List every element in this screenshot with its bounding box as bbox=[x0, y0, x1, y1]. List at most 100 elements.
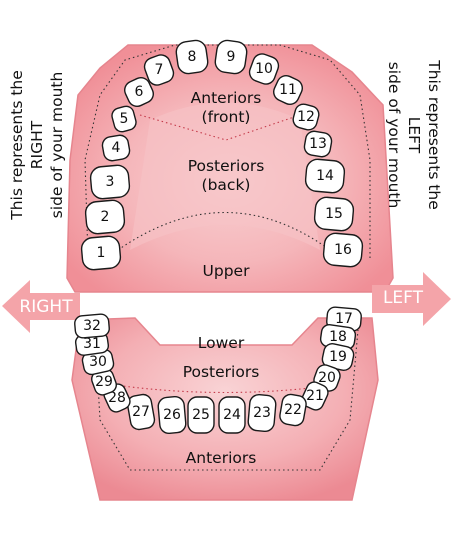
tooth-29[interactable]: 29 bbox=[89, 367, 118, 397]
lower-inner-dots bbox=[94, 329, 359, 471]
tooth-shape bbox=[214, 39, 248, 75]
tooth-16[interactable]: 16 bbox=[322, 232, 364, 268]
tooth-number: 16 bbox=[334, 242, 352, 258]
tooth-19[interactable]: 19 bbox=[321, 342, 355, 372]
svg-text:side of your mouth: side of your mouth bbox=[48, 72, 66, 219]
tooth-26[interactable]: 26 bbox=[157, 395, 187, 435]
tooth-number: 2 bbox=[101, 209, 110, 225]
tooth-shape bbox=[304, 158, 346, 194]
tooth-number: 24 bbox=[223, 407, 241, 423]
lower-label: Lower bbox=[198, 334, 245, 352]
upper-back-label: (back) bbox=[202, 176, 251, 194]
tooth-1[interactable]: 1 bbox=[80, 235, 122, 271]
tooth-13[interactable]: 13 bbox=[303, 130, 333, 158]
tooth-number: 3 bbox=[106, 174, 115, 190]
tooth-number: 8 bbox=[188, 49, 197, 65]
tooth-6[interactable]: 6 bbox=[122, 75, 157, 110]
palate bbox=[130, 102, 320, 250]
tooth-shape bbox=[74, 313, 110, 339]
tooth-shape bbox=[89, 164, 131, 200]
tooth-14[interactable]: 14 bbox=[304, 158, 346, 194]
tooth-18[interactable]: 18 bbox=[319, 324, 357, 351]
tooth-number: 19 bbox=[329, 349, 347, 365]
tooth-number: 23 bbox=[253, 405, 271, 421]
svg-text:This represents the: This represents the bbox=[8, 70, 26, 221]
tooth-25[interactable]: 25 bbox=[187, 396, 215, 434]
tooth-number: 18 bbox=[329, 329, 347, 345]
tooth-shape bbox=[157, 395, 187, 435]
lower-anteriors-label: Anteriors bbox=[186, 449, 257, 467]
left-arrow bbox=[372, 272, 451, 326]
tooth-15[interactable]: 15 bbox=[313, 196, 355, 232]
tooth-shape bbox=[301, 381, 329, 411]
svg-text:This represents the: This represents the bbox=[425, 59, 443, 210]
tooth-number: 15 bbox=[325, 206, 343, 222]
tooth-24[interactable]: 24 bbox=[218, 396, 246, 434]
tooth-shape bbox=[124, 77, 154, 107]
tooth-shape bbox=[247, 393, 277, 433]
tooth-number: 20 bbox=[318, 370, 336, 386]
tooth-22[interactable]: 22 bbox=[279, 393, 308, 427]
tooth-shape bbox=[218, 396, 246, 434]
tooth-shape bbox=[175, 39, 209, 75]
svg-text:LEFT: LEFT bbox=[405, 117, 423, 154]
tooth-number: 5 bbox=[120, 111, 129, 127]
tooth-shape bbox=[303, 130, 333, 158]
tooth-12[interactable]: 12 bbox=[291, 102, 320, 131]
tooth-32[interactable]: 32 bbox=[74, 313, 110, 339]
upper-front-label: (front) bbox=[202, 108, 251, 126]
tooth-shape bbox=[248, 53, 280, 85]
tooth-shape bbox=[313, 196, 355, 232]
tooth-number: 7 bbox=[155, 62, 164, 78]
tooth-shape bbox=[322, 232, 364, 268]
left-arrow-label: LEFT bbox=[383, 288, 424, 308]
tooth-number: 30 bbox=[89, 354, 107, 370]
tooth-shape bbox=[84, 199, 126, 235]
tooth-shape bbox=[143, 54, 175, 86]
tooth-number: 12 bbox=[297, 109, 315, 125]
tooth-shape bbox=[279, 393, 307, 427]
tooth-number: 28 bbox=[108, 390, 126, 406]
tooth-30[interactable]: 30 bbox=[81, 348, 115, 376]
right-arrow-label: RIGHT bbox=[19, 297, 73, 317]
tooth-shape bbox=[111, 105, 137, 133]
tooth-21[interactable]: 21 bbox=[299, 379, 331, 412]
tooth-4[interactable]: 4 bbox=[101, 134, 131, 162]
tooth-shape bbox=[292, 103, 320, 131]
svg-text:RIGHT: RIGHT bbox=[28, 120, 46, 169]
tooth-number: 1 bbox=[97, 245, 106, 261]
lower-posteriors-label: Posteriors bbox=[183, 363, 260, 381]
tooth-8[interactable]: 8 bbox=[175, 39, 209, 75]
tooth-shape bbox=[273, 75, 303, 105]
tooth-number: 4 bbox=[112, 140, 121, 156]
tooth-shape bbox=[187, 396, 215, 434]
tooth-number: 29 bbox=[95, 374, 113, 390]
tooth-number: 14 bbox=[316, 168, 334, 184]
tooth-3[interactable]: 3 bbox=[89, 164, 131, 200]
tooth-10[interactable]: 10 bbox=[247, 51, 281, 86]
tooth-number: 22 bbox=[284, 402, 302, 418]
tooth-23[interactable]: 23 bbox=[247, 393, 277, 433]
tooth-number: 10 bbox=[255, 61, 273, 77]
tooth-27[interactable]: 27 bbox=[126, 393, 156, 431]
tooth-number: 25 bbox=[192, 407, 210, 423]
tooth-number: 11 bbox=[279, 82, 297, 98]
svg-text:side of your mouth: side of your mouth bbox=[385, 62, 403, 209]
tooth-shape bbox=[126, 393, 156, 431]
tooth-number: 13 bbox=[309, 136, 327, 152]
tooth-number: 9 bbox=[227, 49, 236, 65]
tooth-shape bbox=[101, 134, 131, 162]
tooth-2[interactable]: 2 bbox=[84, 199, 126, 235]
tooth-7[interactable]: 7 bbox=[142, 52, 176, 87]
tooth-number: 31 bbox=[83, 336, 101, 352]
tooth-9[interactable]: 9 bbox=[214, 39, 248, 75]
upper-anteriors-label: Anteriors bbox=[191, 89, 262, 107]
upper-label: Upper bbox=[203, 262, 251, 280]
tooth-number: 32 bbox=[83, 318, 101, 334]
upper-outline-dots bbox=[84, 44, 371, 259]
tooth-5[interactable]: 5 bbox=[110, 105, 137, 134]
tooth-11[interactable]: 11 bbox=[271, 73, 306, 108]
right-side-note: This represents the RIGHT side of your m… bbox=[8, 70, 66, 221]
